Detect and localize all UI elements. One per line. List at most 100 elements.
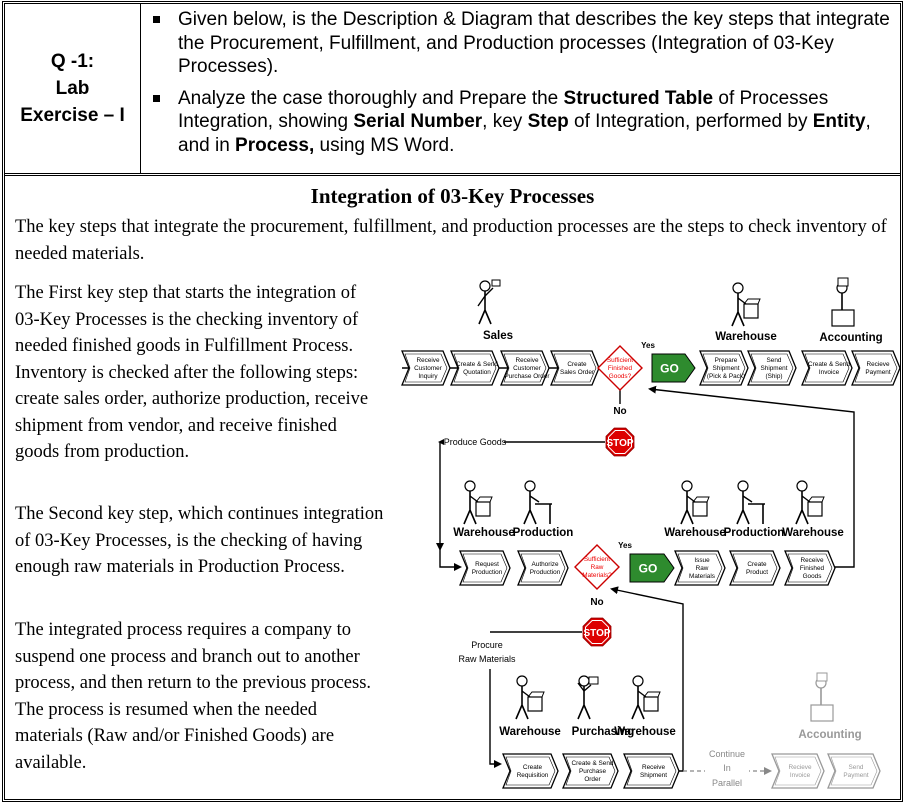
question-number: Q -1: (50, 51, 95, 72)
purchasing-figure-bag (588, 676, 599, 685)
produce-label-bg (444, 434, 504, 448)
step-r1-0-label: Inquiry (418, 373, 438, 380)
line-r2-to-r1 (835, 468, 855, 568)
step-r1-1-label: Quotation (463, 369, 491, 376)
step-r2-after-2-label: Receive (800, 557, 824, 564)
step-r1-after-2-label: Invoice (819, 369, 840, 376)
production-figure-2-body (736, 491, 750, 525)
warehouse-figure-3-body (680, 491, 694, 525)
warehouse-figure-2-box (475, 501, 491, 517)
entity-accounting: Accounting (819, 332, 882, 344)
step-r2-1-label: Authorize (532, 561, 559, 568)
decision-raw-materials (574, 544, 620, 590)
step-r3-faded-0-inner (774, 756, 822, 786)
instructions: Given below, is the Description & Diagra… (147, 8, 895, 165)
warehouse-figure-4-box (807, 501, 823, 517)
step-r3-faded-1-inner (830, 756, 878, 786)
step-r2-0 (459, 550, 511, 586)
step-r2-after-2 (784, 550, 836, 586)
production-figure-2 (736, 480, 765, 525)
step-r1-after-0 (699, 350, 749, 386)
step-r1-1-inner (453, 353, 497, 383)
warehouse-figure-6 (631, 675, 661, 720)
production-figure-1-body (523, 491, 537, 525)
decision-finished-goods-label: Finished (608, 365, 633, 372)
warehouse-figure-5-body (515, 686, 529, 720)
entity-production-2: Production (724, 527, 785, 539)
step-r1-after-2-inner (804, 353, 850, 383)
warehouse-figure-5-box (527, 696, 543, 712)
stop-sign-1-label: STOP (606, 438, 633, 449)
purchasing-figure (577, 675, 599, 720)
warehouse-figure-1-box (743, 303, 759, 319)
sales-figure-body (478, 291, 492, 325)
warehouse-figure-4-head (796, 480, 808, 492)
step-r3-0-label: Requisition (517, 772, 549, 779)
purchasing-figure-arms (577, 682, 592, 692)
warehouse-figure-3-head (681, 480, 693, 492)
step-r1-after-1-label: Send (767, 357, 782, 364)
yes-label-2: Yes (618, 541, 632, 550)
bullet2-text-5: , and in (178, 111, 871, 156)
step-r3-0-inner (505, 756, 556, 786)
instruction-bullet-1: Given below, is the Description & Diagra… (147, 8, 895, 79)
warehouse-figure-1-lid (743, 298, 761, 305)
paragraph-integration: The integrated process requires a compan… (15, 620, 372, 773)
step-r1-0 (401, 350, 451, 386)
bullet2-text-6: using MS Word. (314, 134, 455, 156)
warehouse-figure-6-head (632, 675, 644, 687)
purchasing-figure-body (577, 686, 591, 720)
step-r1-3-label: Create (567, 361, 587, 368)
step-r3-0-label: Create (523, 764, 543, 771)
step-r1-3-label: Sales Order (560, 369, 595, 376)
go-arrow-2 (629, 553, 675, 583)
line-return-1 (648, 385, 855, 468)
paragraph-first-step: The First key step that starts the integ… (15, 283, 369, 462)
step-r3-faded-0 (771, 753, 825, 789)
warehouse-figure-2-lid (475, 496, 493, 503)
bullet2-text-1: Analyze the case thoroughly and Prepare … (178, 87, 564, 109)
step-r1-after-3 (851, 350, 901, 386)
production-figure-2-arms (742, 495, 753, 503)
entity-sales: Sales (483, 330, 513, 342)
step-r1-1 (450, 350, 500, 386)
step-r3-2-inner (626, 756, 677, 786)
step-r1-3 (550, 350, 600, 386)
entity-warehouse-2: Warehouse (453, 527, 515, 539)
question-label: Q -1: Lab Exercise – I (5, 4, 141, 173)
production-figure-1 (523, 480, 552, 525)
warehouse-figure-2-head (464, 480, 476, 492)
step-r1-after-0-label: (Pick & Pack) (707, 373, 745, 380)
decision-raw-materials-label: Materials? (582, 572, 612, 579)
procure-label-1: Procure (471, 640, 503, 650)
warehouse-figure-6-lid (643, 691, 661, 698)
warehouse-figure-1-head (732, 282, 744, 294)
step-r2-0-inner (462, 553, 508, 583)
step-r3-1-label: Purchase (579, 768, 606, 775)
warehouse-figure-3-lid (692, 496, 710, 503)
production-figure-1-arms (529, 495, 540, 503)
paragraph-second-step: The Second key step, which continues int… (15, 504, 384, 577)
stop-sign-1-rim (608, 430, 632, 454)
step-r2-1-label: Production (530, 569, 561, 576)
step-r1-after-3-label: Payment (865, 369, 890, 376)
decision-raw-materials-label: Sufficient (584, 556, 610, 563)
instruction-bullet-2: Analyze the case thoroughly and Prepare … (147, 87, 895, 158)
accounting-figure-2-sign (816, 672, 828, 682)
step-r1-2 (500, 350, 550, 386)
flow-r2-entry (439, 549, 462, 571)
step-r2-1 (517, 550, 569, 586)
step-r2-after-2-inner (787, 553, 833, 583)
step-r2-after-1-inner (732, 553, 778, 583)
step-r3-2 (623, 753, 680, 789)
bullet2-text-3: , key (482, 111, 528, 132)
production-figure-2-head (737, 480, 749, 492)
entity-warehouse: Warehouse (715, 331, 777, 343)
sales-figure-arms (477, 287, 494, 307)
warehouse-figure-4 (795, 480, 825, 525)
step-r3-2-label: Shipment (640, 772, 667, 779)
bullet2-bold-2: Serial Number (353, 111, 483, 132)
step-r2-after-0-inner (677, 553, 723, 583)
step-r1-after-2-label: Create & Send (808, 361, 850, 368)
